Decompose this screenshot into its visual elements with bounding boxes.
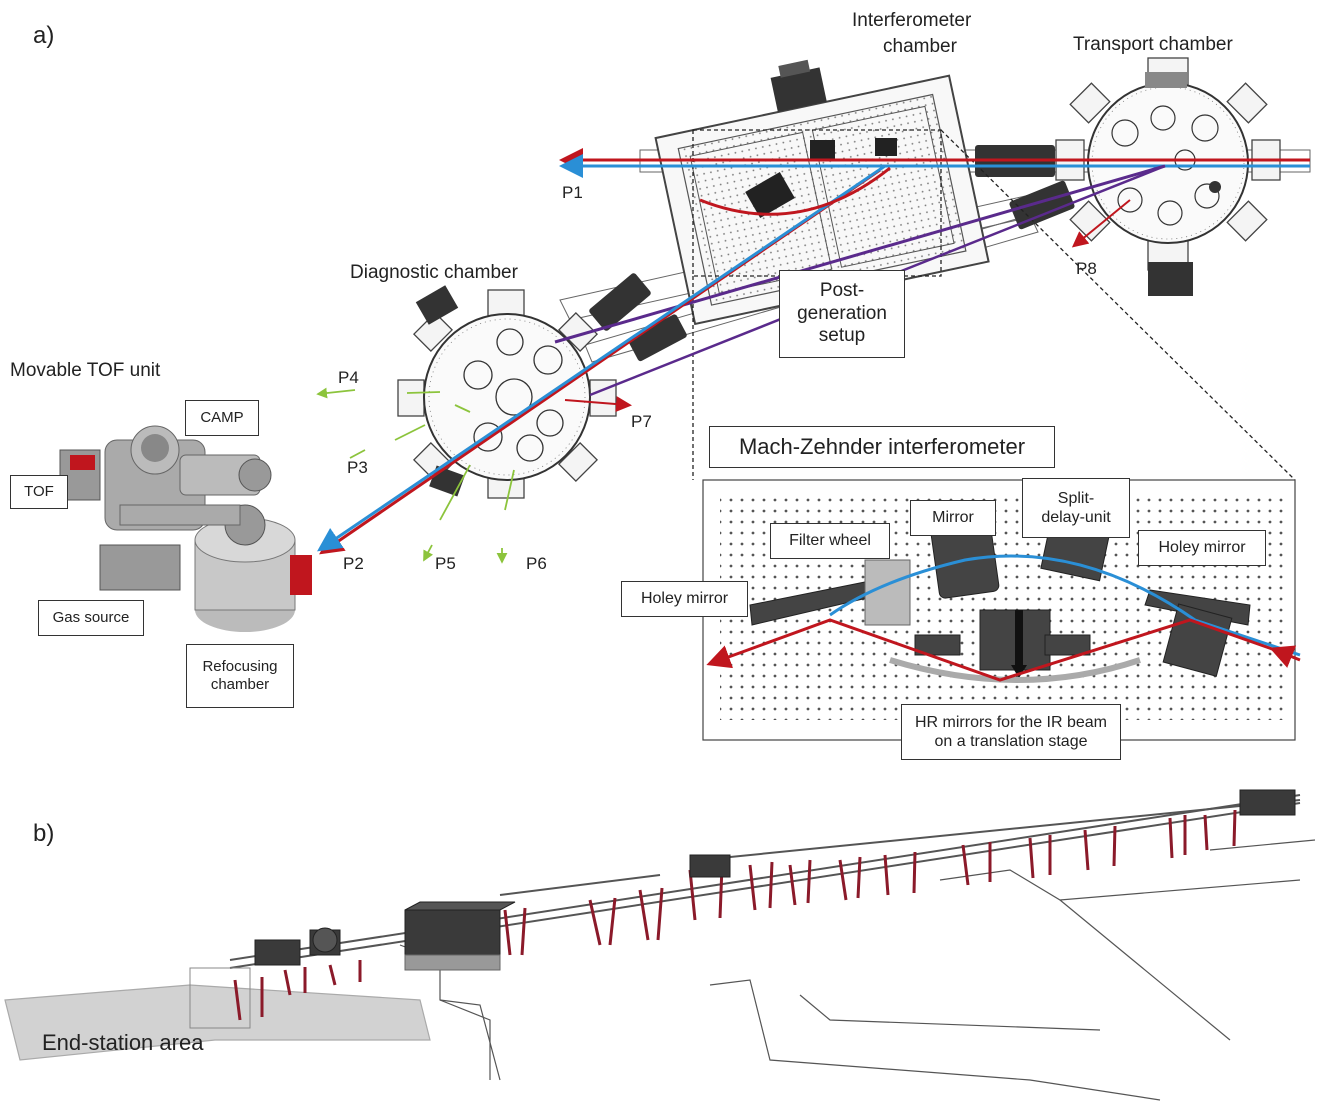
split-delay-line-1: Split- xyxy=(1057,489,1095,507)
refocusing-line-2: chamber xyxy=(210,676,270,693)
interferometer-chamber-label-1: Interferometer xyxy=(852,10,972,31)
post-generation-line-1: Post- xyxy=(819,279,865,301)
mach-zehnder-title: Mach-Zehnder interferometer xyxy=(709,426,1055,468)
port-p4: P4 xyxy=(338,368,359,387)
tof-unit-label: Movable TOF unit xyxy=(10,360,161,381)
post-generation-line-3: setup xyxy=(818,325,866,347)
refocusing-chamber-label: Refocusing chamber xyxy=(186,644,294,708)
hr-mirrors-label: HR mirrors for the IR beam on a translat… xyxy=(901,704,1121,760)
port-p1: P1 xyxy=(562,183,583,202)
post-generation-line-2: generation xyxy=(797,302,887,324)
beamline-floor xyxy=(4,839,1316,1101)
transport-chamber-label: Transport chamber xyxy=(1073,34,1233,55)
diagnostic-chamber-label: Diagnostic chamber xyxy=(350,262,518,283)
panel-b-label: b) xyxy=(33,820,55,847)
hr-mirrors-line-2: on a translation stage xyxy=(934,733,1088,750)
beamline-rails xyxy=(229,794,1301,969)
port-p3: P3 xyxy=(347,458,368,477)
split-delay-line-2: delay-unit xyxy=(1041,509,1111,526)
tof-unit-rendering xyxy=(59,425,312,632)
hr-mirrors-line-1: HR mirrors for the IR beam xyxy=(914,713,1108,731)
tof-label: TOF xyxy=(10,475,68,509)
interferometer-internals xyxy=(745,138,897,218)
holey-mirror-right-label: Holey mirror xyxy=(1138,530,1266,566)
panel-a-label: a) xyxy=(33,22,55,49)
camp-label: CAMP xyxy=(185,400,259,436)
refocusing-line-1: Refocusing xyxy=(202,658,278,675)
mach-zehnder-inset xyxy=(702,479,1301,741)
port-p2: P2 xyxy=(343,554,364,573)
split-delay-unit-label: Split- delay-unit xyxy=(1022,478,1130,538)
end-station-label: End-station area xyxy=(42,1030,204,1055)
diagnostic-beams xyxy=(316,387,515,564)
port-p8: P8 xyxy=(1076,259,1097,278)
gas-source-label: Gas source xyxy=(38,600,144,636)
port-p7: P7 xyxy=(631,412,652,431)
post-generation-label: Post- generation setup xyxy=(779,270,905,358)
beams xyxy=(317,148,1310,555)
interferometer-chamber-label-2: chamber xyxy=(883,36,957,57)
holey-mirror-left-label: Holey mirror xyxy=(621,581,748,617)
port-p6: P6 xyxy=(526,554,547,573)
filter-wheel-label: Filter wheel xyxy=(770,523,890,559)
mirror-label: Mirror xyxy=(910,500,996,536)
port-p5: P5 xyxy=(435,554,456,573)
beamline-components xyxy=(189,789,1296,1029)
beamline-stands xyxy=(233,809,1237,1021)
